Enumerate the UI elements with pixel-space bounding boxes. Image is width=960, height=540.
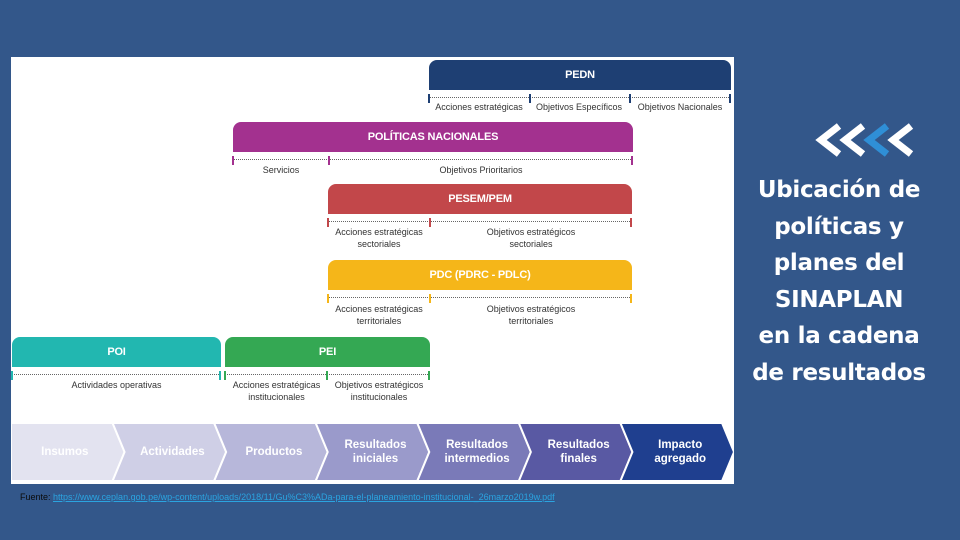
scale-pei	[224, 371, 430, 383]
title-line: planes del	[773, 250, 905, 276]
tick	[326, 371, 328, 380]
tick	[428, 371, 430, 380]
results-chain	[11, 423, 734, 481]
tick	[529, 94, 531, 103]
results-chain-step	[619, 423, 734, 481]
source-note: Fuente: https://www.ceplan.gob.pe/wp-con…	[20, 492, 555, 502]
title-line: SINAPLAN	[774, 286, 904, 313]
results-chain-step-label: Actividades	[140, 446, 205, 458]
tick	[729, 94, 731, 103]
tick	[219, 371, 221, 380]
poi-label-1: Actividades operativas	[71, 380, 162, 390]
title-line: en la cadena	[758, 323, 920, 349]
scale-pedn	[428, 94, 731, 106]
politicas-label-2: Objetivos Prioritarios	[439, 165, 523, 175]
bar-poi: POI	[12, 337, 221, 367]
scale-pesem	[327, 218, 632, 230]
bar-pdc: PDC (PDRC - PDLC)	[328, 260, 632, 290]
pedn-label-3: Objetivos Nacionales	[637, 102, 723, 112]
tick	[429, 294, 431, 303]
scale-politicas	[232, 156, 633, 168]
tick	[224, 371, 226, 380]
chevrons-left-icon	[815, 123, 914, 157]
scale-poi	[11, 371, 221, 383]
tick	[428, 94, 430, 103]
results-chain-step	[416, 423, 532, 481]
results-chain-step	[314, 423, 431, 481]
tick	[327, 218, 329, 227]
tick	[630, 294, 632, 303]
bar-pesem: PESEM/PEM	[328, 184, 632, 214]
tick	[631, 156, 633, 165]
bar-pedn: PEDN	[429, 60, 731, 90]
bar-pei: PEI	[225, 337, 430, 367]
tick	[629, 94, 631, 103]
results-chain-step	[213, 423, 329, 481]
pedn-label-2: Objetivos Específicos	[535, 102, 623, 112]
source-label: Fuente:	[20, 492, 54, 502]
tick	[232, 156, 234, 165]
bar-politicas-label: POLÍTICAS NACIONALES	[367, 131, 499, 143]
tick	[11, 371, 13, 380]
results-chain-step-label: Productos	[245, 446, 303, 458]
bar-pdc-label: PDC (PDRC - PDLC)	[429, 269, 531, 281]
title-line: políticas y	[774, 213, 904, 240]
bar-pei-label: PEI	[318, 346, 337, 358]
tick	[327, 294, 329, 303]
bar-pesem-label: PESEM/PEM	[448, 193, 512, 205]
tick	[429, 218, 431, 227]
pedn-label-1: Acciones estratégicas	[435, 102, 523, 112]
politicas-label-1: Servicios	[262, 165, 300, 175]
bar-poi-label: POI	[107, 346, 126, 358]
results-chain-step	[111, 423, 228, 481]
source-link[interactable]: https://www.ceplan.gob.pe/wp-content/upl…	[53, 492, 555, 502]
slide-title: Ubicación de políticas y planes del SINA…	[738, 172, 940, 391]
diagram-panel: PEDN Acciones estratégicas Objetivos Esp…	[11, 57, 734, 484]
bar-politicas-nacionales: POLÍTICAS NACIONALES	[233, 122, 633, 152]
tick	[328, 156, 330, 165]
title-line: de resultados	[752, 359, 926, 386]
tick	[630, 218, 632, 227]
bar-pedn-label: PEDN	[565, 69, 595, 81]
scale-pdc	[327, 294, 632, 306]
title-line: Ubicación de	[757, 177, 921, 203]
results-chain-step	[517, 423, 634, 481]
results-chain-step-label: Insumos	[41, 446, 89, 458]
